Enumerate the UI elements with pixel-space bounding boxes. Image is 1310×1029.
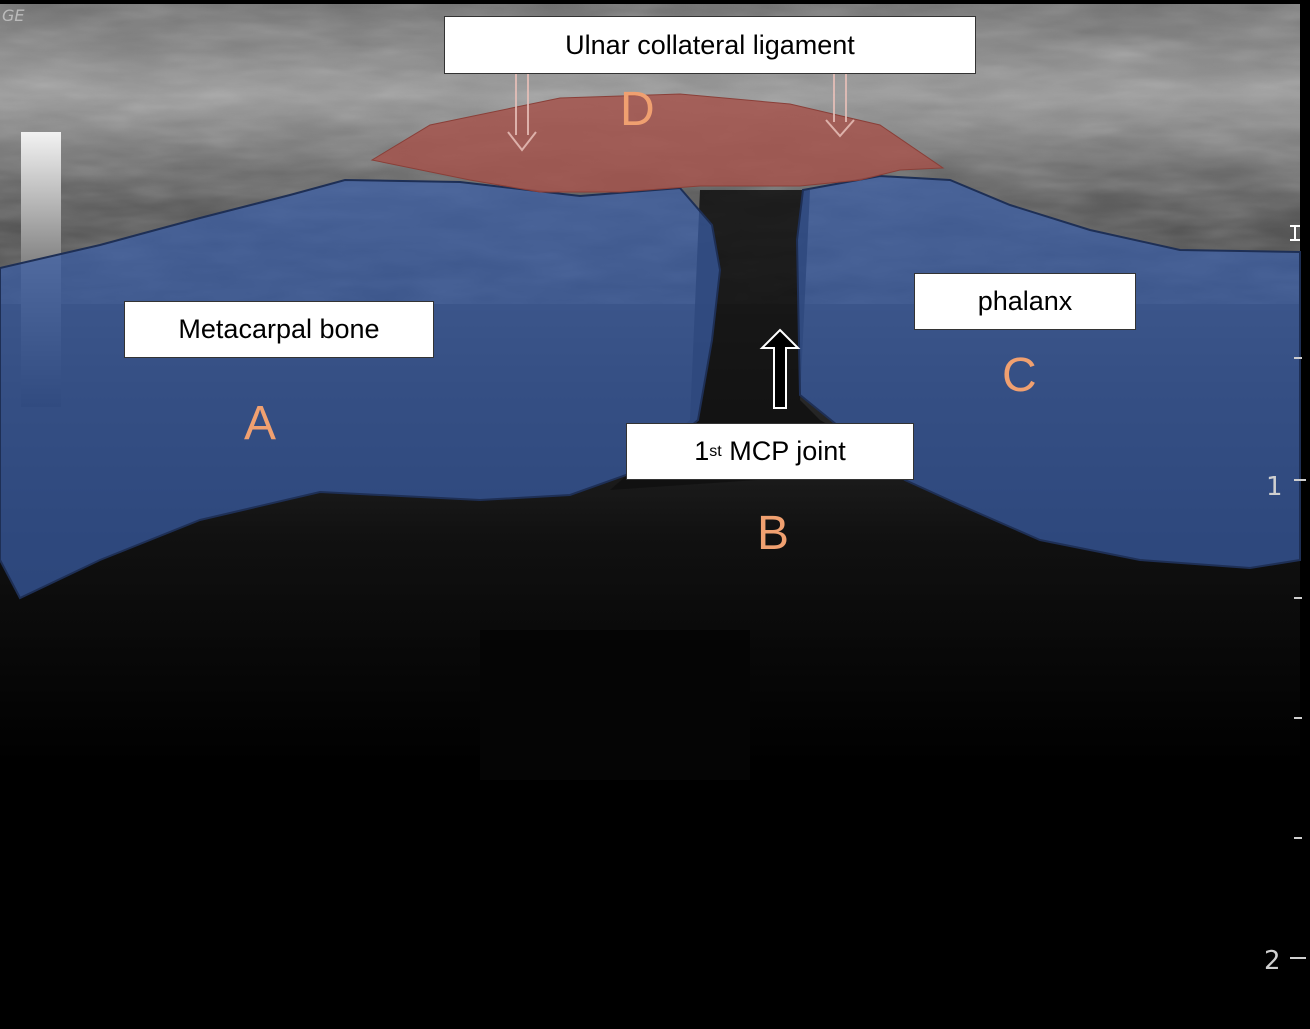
joint-arrow-icon xyxy=(759,328,801,409)
letter-c: C xyxy=(1002,349,1037,402)
vendor-mark: GE xyxy=(2,6,25,25)
mcp-joint-number: 1 xyxy=(694,436,710,466)
metacarpal-label: Metacarpal bone xyxy=(124,301,434,358)
ligament-overlay xyxy=(370,93,945,193)
ligament-arrow-right xyxy=(825,72,855,138)
metacarpal-label-text: Metacarpal bone xyxy=(178,314,380,344)
phalanx-label: phalanx xyxy=(914,273,1136,330)
letter-d: D xyxy=(620,83,655,136)
depth-mark-2: 2 xyxy=(1264,946,1281,976)
ucl-label-text: Ulnar collateral ligament xyxy=(565,29,855,60)
ligament-arrow-left xyxy=(507,72,537,152)
metacarpal-bone-overlay xyxy=(0,178,722,600)
mcp-joint-ordinal: st xyxy=(709,442,722,460)
letter-b: B xyxy=(757,507,790,560)
depth-mark-1: 1 xyxy=(1266,472,1283,502)
letter-a: A xyxy=(244,397,277,450)
phalanx-label-text: phalanx xyxy=(977,286,1073,316)
mcp-joint-text: MCP joint xyxy=(721,436,846,466)
ucl-label: Ulnar collateral ligament xyxy=(444,16,976,74)
depth-scale xyxy=(1290,357,1306,959)
focus-marker-icon xyxy=(1290,225,1300,241)
